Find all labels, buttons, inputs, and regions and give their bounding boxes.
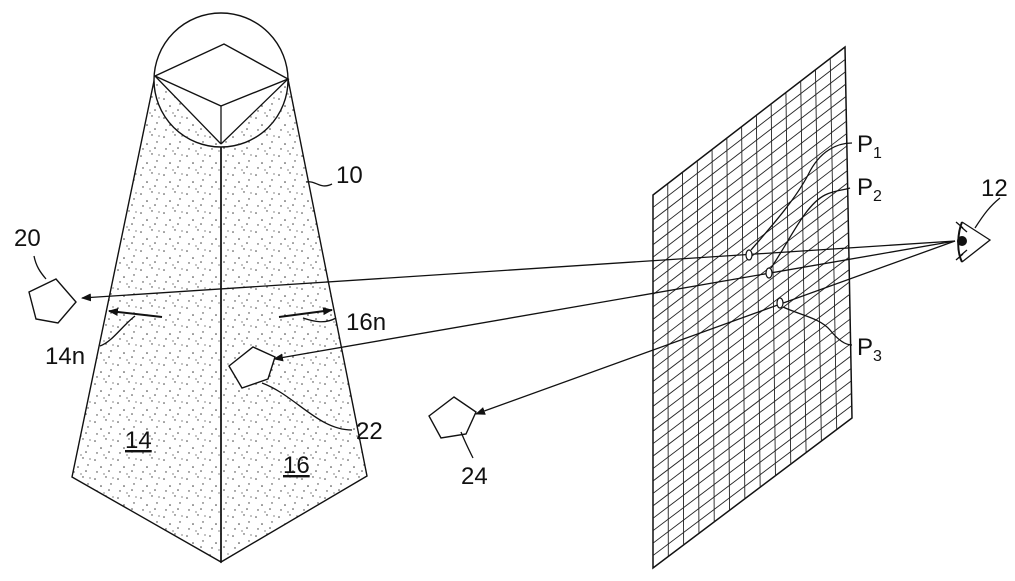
label-object-22: 22 bbox=[356, 418, 383, 445]
pentagon-icon bbox=[428, 396, 477, 439]
label-viewer: 12 bbox=[981, 175, 1008, 202]
normal-arrow-right bbox=[278, 307, 333, 318]
ray-to-object-20 bbox=[81, 240, 956, 302]
label-p1: P1 bbox=[857, 131, 882, 162]
pentagon-icon bbox=[228, 346, 276, 389]
label-normal-right: 16n bbox=[346, 309, 386, 336]
label-face-right: 16 bbox=[283, 452, 310, 479]
label-object-24: 24 bbox=[461, 463, 488, 490]
label-frustum: 10 bbox=[336, 162, 363, 189]
label-p2: P2 bbox=[857, 174, 882, 205]
point-p2 bbox=[765, 267, 773, 279]
view-rays bbox=[81, 240, 956, 415]
label-p3: P3 bbox=[857, 334, 882, 365]
label-object-20: 20 bbox=[14, 225, 41, 252]
pentagon-icon bbox=[28, 278, 77, 324]
label-normal-left: 14n bbox=[45, 343, 85, 370]
frustum-face-left bbox=[71, 74, 222, 564]
point-p1 bbox=[745, 249, 753, 261]
frustum bbox=[71, 74, 368, 564]
label-face-left: 14 bbox=[125, 427, 152, 454]
ray-to-object-24 bbox=[475, 240, 956, 415]
point-p3 bbox=[776, 297, 784, 309]
image-plane bbox=[652, 45, 853, 570]
ray-to-object-22 bbox=[273, 240, 956, 362]
eye-icon bbox=[955, 221, 992, 263]
normal-arrow-left bbox=[108, 308, 163, 318]
grid-lines bbox=[653, 58, 852, 557]
